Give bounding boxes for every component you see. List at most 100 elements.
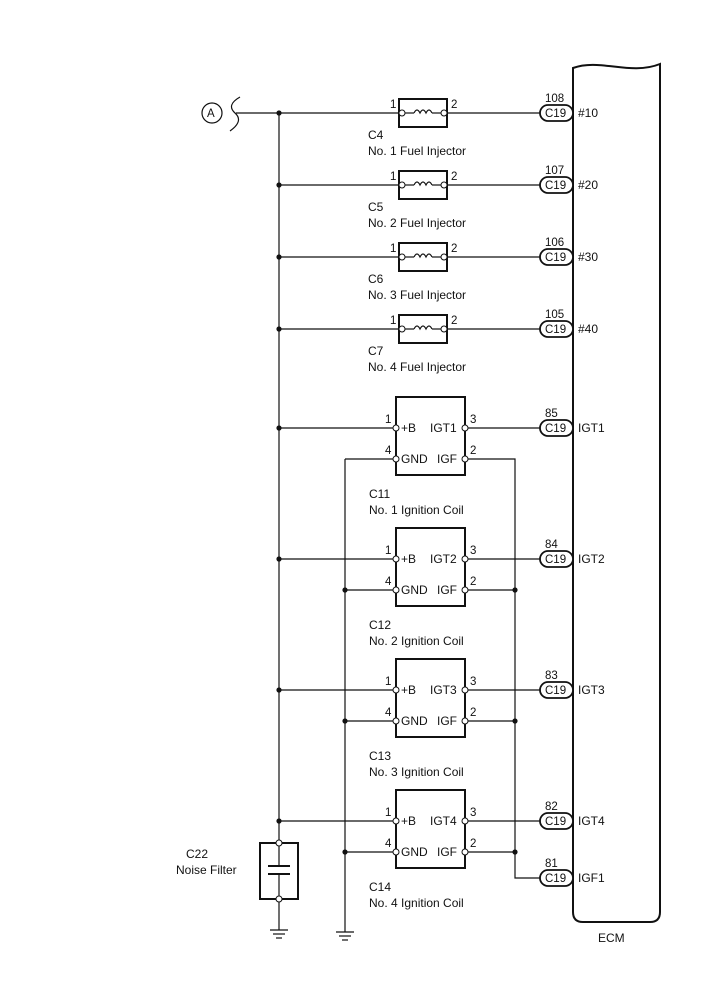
junction-dot (276, 425, 282, 431)
injector-pin-in: 1 (390, 243, 396, 255)
coil-pin-gnd: 4 (385, 445, 392, 457)
junction-dot (342, 849, 348, 855)
coil-terminal-igf: IGF (437, 714, 457, 728)
ecm-pin-number: 83 (545, 670, 558, 682)
coil-pin-b: 1 (385, 545, 391, 557)
connector-code: C19 (545, 108, 566, 120)
junction-dot (276, 818, 282, 824)
noise-filter-code: C22 (186, 847, 208, 861)
connector-c19-tag (539, 550, 574, 568)
injector-code: C5 (368, 200, 384, 214)
coil-pin-igt: 3 (470, 545, 476, 557)
coil-name: No. 3 Ignition Coil (369, 765, 464, 779)
injector-pin-out: 2 (451, 315, 457, 327)
coil-winding-icon (413, 109, 433, 115)
connector-c19-tag (539, 419, 574, 437)
connector-c19-tag (539, 812, 574, 830)
connector-code: C19 (545, 252, 566, 264)
coil-pin-igt: 3 (470, 676, 476, 688)
coil-code: C13 (369, 749, 391, 763)
coil-pin-b: 1 (385, 414, 391, 426)
injector-pin-out: 2 (451, 171, 457, 183)
coil-body (395, 396, 466, 476)
coil-name: No. 1 Ignition Coil (369, 503, 464, 517)
junction-dot (342, 718, 348, 724)
coil-pin-gnd: 4 (385, 576, 392, 588)
coil-terminal-gnd: GND (401, 845, 428, 859)
ecm-signal-label: #10 (578, 106, 598, 120)
ecm-label: ECM (598, 931, 625, 945)
ecm-signal-label: #40 (578, 322, 598, 336)
ground-symbol-coils (336, 931, 354, 941)
coil-terminal-b: +B (401, 814, 416, 828)
noise-filter: C22 Noise Filter (176, 839, 299, 930)
ecm-signal-label: IGT4 (578, 814, 605, 828)
junction-dot (512, 587, 518, 593)
junction-dot (276, 326, 282, 332)
connector-code: C19 (545, 554, 566, 566)
ecm-pin-number: 106 (545, 237, 564, 249)
coil-terminal-b: +B (401, 421, 416, 435)
coil-winding-icon (413, 181, 433, 187)
connector-code: C19 (545, 873, 566, 885)
injector-code: C4 (368, 128, 384, 142)
coil-pin-gnd: 4 (385, 707, 392, 719)
coil-terminal-gnd: GND (401, 714, 428, 728)
coil-winding-icon (413, 325, 433, 331)
injector-pin-out: 2 (451, 243, 457, 255)
junction-dot (342, 587, 348, 593)
coil-pin-igf: 2 (470, 445, 476, 457)
coil-terminal-igt: IGT4 (430, 814, 457, 828)
ecm-pin-number: 108 (545, 93, 564, 105)
ecm-pin-number: 81 (545, 858, 558, 870)
wire-igf-bus (465, 458, 540, 879)
ground-symbol-filter (270, 929, 288, 939)
junction-dot (512, 849, 518, 855)
junction-dot (276, 687, 282, 693)
coil-body (395, 789, 466, 869)
connector-a-label: A (207, 108, 215, 120)
coil-terminal-igt: IGT3 (430, 683, 457, 697)
injector-code: C7 (368, 344, 384, 358)
ecm-signal-label: #20 (578, 178, 598, 192)
coil-name: No. 4 Ignition Coil (369, 896, 464, 910)
ecm-signal-label: IGT3 (578, 683, 605, 697)
coil-terminal-igt: IGT1 (430, 421, 457, 435)
junction-dot (276, 182, 282, 188)
coil-pin-igf: 2 (470, 838, 476, 850)
coil-pin-igt: 3 (470, 807, 476, 819)
connector-code: C19 (545, 423, 566, 435)
coil-code: C12 (369, 618, 391, 632)
ecm-pin-number: 84 (545, 539, 558, 551)
injector-name: No. 4 Fuel Injector (368, 360, 466, 374)
coil-pin-gnd: 4 (385, 838, 392, 850)
ecm-pin-number: 85 (545, 408, 558, 420)
injector-pin-in: 1 (390, 315, 396, 327)
wire-break-symbol (229, 96, 241, 132)
connector-code: C19 (545, 324, 566, 336)
coil-pin-b: 1 (385, 807, 391, 819)
coil-code: C14 (369, 880, 391, 894)
junction-dot (512, 718, 518, 724)
ecm-block (572, 62, 661, 923)
ecm-pin-number: 107 (545, 165, 564, 177)
coil-pin-igt: 3 (470, 414, 476, 426)
coil-terminal-gnd: GND (401, 452, 428, 466)
coil-code: C11 (369, 487, 390, 501)
connector-c19-tag (539, 248, 574, 266)
connector-c19-tag (539, 869, 574, 887)
